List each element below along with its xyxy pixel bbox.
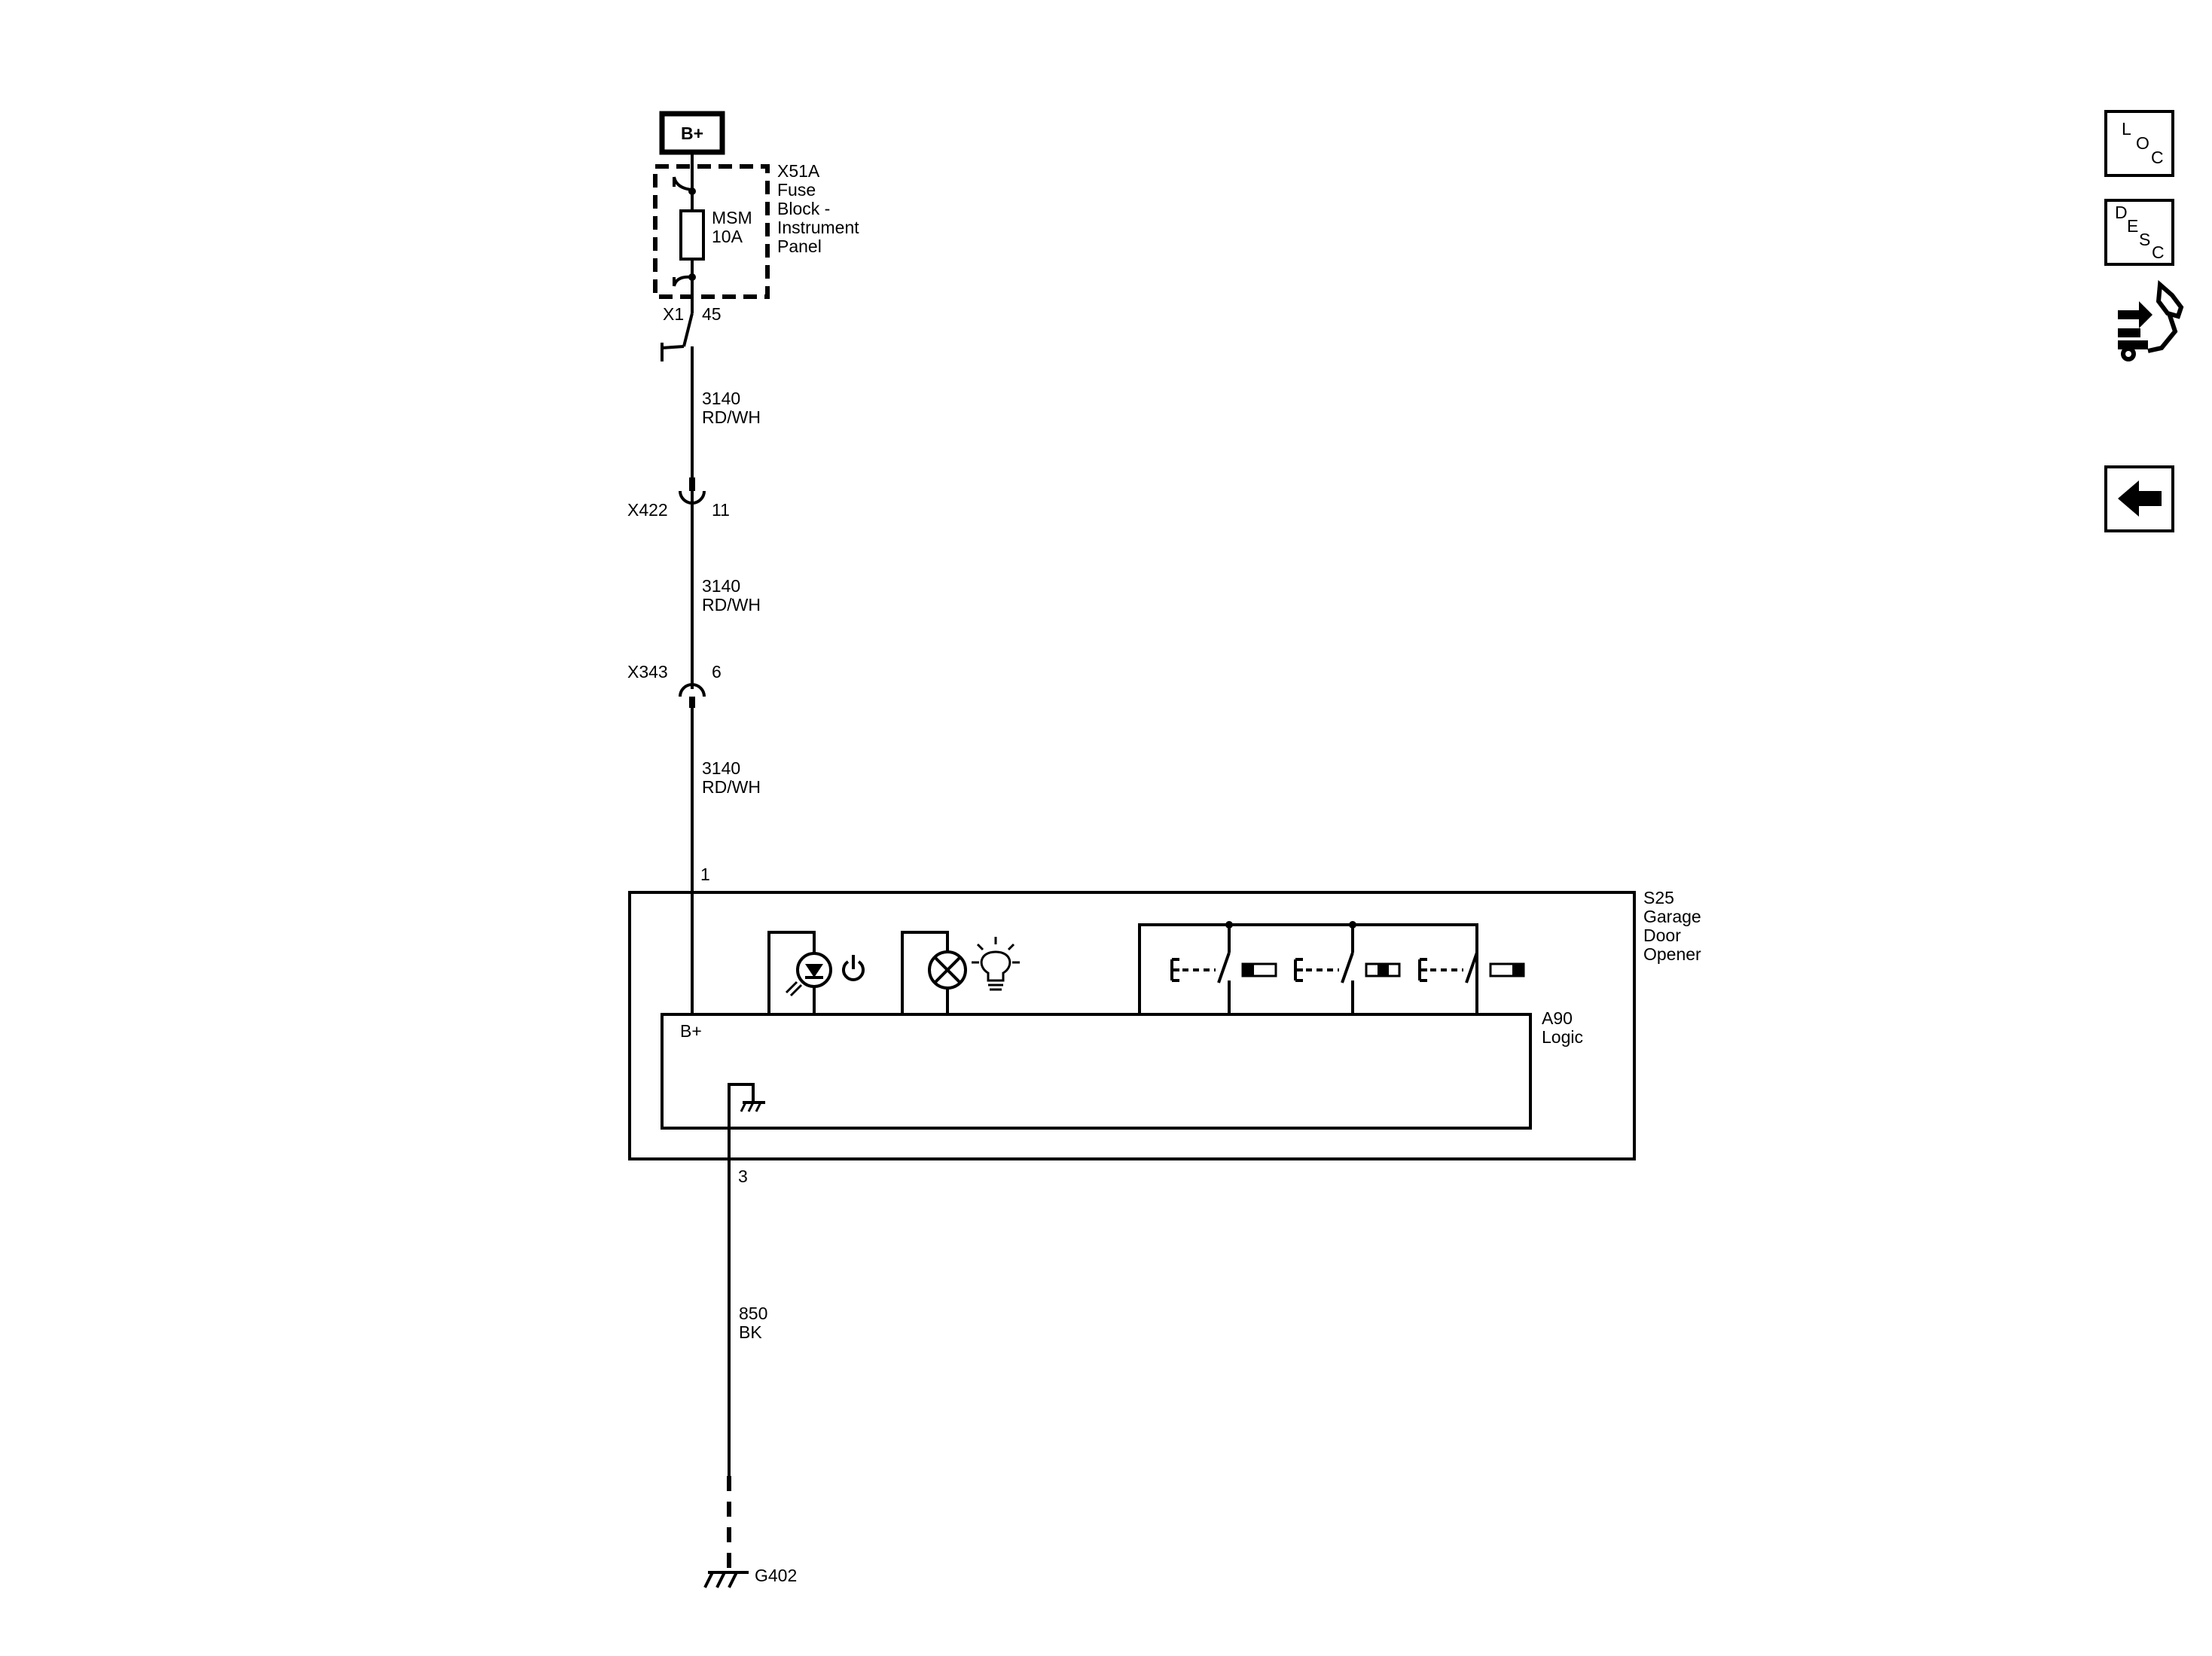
fuse-block-name-1: Fuse — [777, 180, 816, 200]
b-plus-label: B+ — [681, 124, 703, 143]
loc-letter-c: C — [2151, 148, 2164, 167]
back-arrow-icon — [2118, 480, 2162, 517]
loc-button[interactable]: L O C — [2104, 110, 2174, 177]
ground-wire-circuit: 850 — [739, 1304, 767, 1323]
logic-name: Logic — [1542, 1027, 1583, 1047]
logic-box: B+ A90 Logic — [661, 1008, 1583, 1159]
wire-seg3-color: RD/WH — [702, 777, 761, 797]
module-pin-1: 1 — [700, 865, 710, 884]
module-name-2: Door — [1643, 926, 1681, 945]
wire-seg2-color: RD/WH — [702, 595, 761, 615]
b-plus-source: B+ — [659, 111, 725, 155]
x1-pin: 45 — [702, 304, 722, 324]
wire-seg1-circuit: 3140 — [702, 389, 740, 408]
fuse-symbol — [679, 209, 705, 261]
button-switch-2 — [1294, 952, 1401, 1014]
button-switch-1 — [1170, 952, 1277, 1014]
fuse-block: MSM 10A X51A Fuse Block - Instrument Pan… — [653, 152, 859, 313]
fuse-block-id: X51A — [777, 161, 820, 181]
internal-ground-icon — [728, 1083, 765, 1159]
fuse-rating: 10A — [712, 227, 743, 246]
x422-connector: X422 11 — [627, 490, 730, 520]
desc-letter-d: D — [2115, 203, 2128, 222]
desc-letter-s: S — [2139, 230, 2150, 249]
g402-label: G402 — [755, 1566, 797, 1585]
desc-button[interactable]: D E S C — [2104, 199, 2174, 266]
fuse-block-name-2: Block - — [777, 199, 830, 218]
module-id: S25 — [1643, 888, 1674, 907]
fuse-block-name-3: Instrument — [777, 218, 859, 237]
g402-ground-icon: G402 — [703, 1566, 797, 1588]
x422-label: X422 — [627, 500, 668, 520]
x1-connector: X1 45 — [661, 304, 722, 361]
connector-wrench-icon[interactable] — [2118, 279, 2184, 361]
module-name-1: Garage — [1643, 907, 1701, 926]
logic-b-plus: B+ — [680, 1021, 702, 1041]
x1-label: X1 — [663, 304, 684, 324]
wire-seg3-circuit: 3140 — [702, 758, 740, 778]
logic-id: A90 — [1542, 1008, 1573, 1028]
lamp-indicator-icon — [901, 931, 967, 1014]
desc-letter-e: E — [2127, 216, 2138, 236]
module-name-3: Opener — [1643, 944, 1701, 964]
x343-label: X343 — [627, 662, 668, 682]
loc-letter-o: O — [2136, 133, 2149, 153]
module-pin-3: 3 — [738, 1167, 748, 1186]
loc-letter-l: L — [2122, 119, 2131, 139]
bulb-icon — [972, 937, 1020, 991]
x343-pin: 6 — [712, 662, 722, 682]
x422-pin: 11 — [712, 500, 730, 520]
button-switch-3 — [1418, 952, 1525, 1014]
fuse-name: MSM — [712, 208, 752, 227]
garage-door-opener-module: S25 Garage Door Opener — [628, 888, 1701, 1160]
fuse-block-name-4: Panel — [777, 236, 822, 256]
led-indicator-icon — [767, 931, 832, 1014]
wire-seg2-circuit: 3140 — [702, 576, 740, 596]
power-icon — [842, 955, 865, 981]
wire-seg1-color: RD/WH — [702, 407, 761, 427]
back-button[interactable] — [2104, 465, 2174, 532]
desc-letter-c: C — [2152, 242, 2165, 262]
x343-connector: X343 6 — [627, 662, 722, 697]
ground-wire-color: BK — [739, 1322, 762, 1342]
